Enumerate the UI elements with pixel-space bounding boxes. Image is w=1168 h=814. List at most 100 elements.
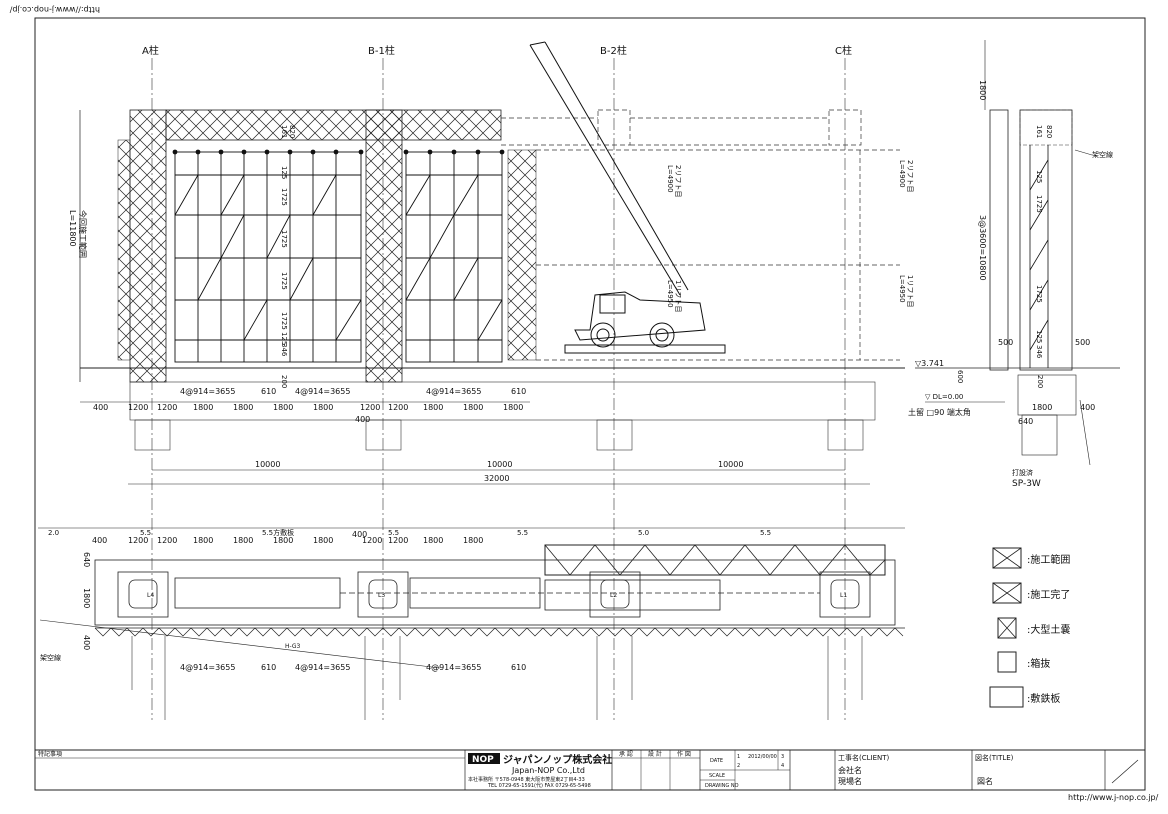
company-name-en: Japan-NOP Co.,Ltd — [511, 766, 585, 775]
svg-text:1800: 1800 — [193, 536, 213, 545]
company-address: 本社事務所 〒578-0948 東大阪市菱屋東2丁目4-33 — [468, 776, 585, 783]
svg-text::箱抜: :箱抜 — [1027, 657, 1050, 670]
svg-text:820: 820 — [288, 125, 296, 138]
svg-text:4@914=3655: 4@914=3655 — [180, 387, 235, 396]
svg-text:4: 4 — [781, 763, 784, 769]
lift-labels: L=4900 2リフト目 L=4950 1リフト目 L=4900 2リフト目 L… — [666, 160, 914, 312]
title-block: 特記事項 NOP ジャパンノップ株式会社 Japan-NOP Co.,Ltd 本… — [35, 749, 1145, 790]
plan-wall — [94, 627, 905, 637]
svg-text:1200: 1200 — [128, 536, 148, 545]
pier-labels: L4 L3 L2 L1 — [147, 592, 847, 599]
pile-type: SP-3W — [1012, 479, 1041, 489]
svg-text:1800: 1800 — [503, 403, 523, 412]
bay-dimensions: 4@914=3655 610 4@914=3655 4@914=3655 610 — [180, 387, 526, 396]
title-label: 図名(TITLE) — [975, 753, 1014, 762]
svg-text:125: 125 — [280, 332, 288, 345]
svg-text:5.5: 5.5 — [517, 529, 528, 537]
svg-text:DATE: DATE — [710, 758, 723, 764]
svg-text:161: 161 — [1035, 125, 1043, 138]
section-dim-200: 200 — [1036, 375, 1044, 388]
plan-left-dims: 640 1800 400 — [82, 552, 91, 650]
plan-top-dims: 400 1200 1200 1800 1800 1800 1800 400 12… — [92, 530, 483, 545]
url-top-mirrored: http://www.j-nop.co.jp/ — [9, 5, 100, 14]
svg-text:1200: 1200 — [388, 536, 408, 545]
svg-text:5.5: 5.5 — [388, 529, 399, 537]
svg-text:1800: 1800 — [423, 536, 443, 545]
legend-item-scope: :施工範囲 — [992, 547, 1070, 569]
svg-text:400: 400 — [355, 415, 370, 424]
plan-marker: H-G3 — [285, 643, 301, 650]
height-dimension: L=11800 — [68, 210, 77, 247]
svg-text:4@914=3655: 4@914=3655 — [295, 387, 350, 396]
svg-text:125: 125 — [1035, 170, 1043, 183]
section-dim-640: 640 — [1018, 417, 1033, 426]
svg-text:346: 346 — [280, 343, 288, 357]
elevation-view: L=4900 2リフト目 L=4950 1リフト目 L=4900 2リフト目 L… — [68, 41, 914, 485]
svg-text:1725: 1725 — [280, 230, 288, 248]
legend-item-box: :箱抜 — [997, 651, 1050, 673]
svg-text:4@914=3655: 4@914=3655 — [426, 663, 481, 672]
plan-view: 2.0 5.5 5.5方敷板 5.5 5.5 5.0 5.5 400 1200 … — [38, 527, 905, 720]
svg-text:10000: 10000 — [255, 460, 280, 469]
lift-right-2: L=4900 — [898, 160, 906, 188]
svg-text:1800: 1800 — [313, 536, 333, 545]
future-beam-outline — [501, 109, 900, 361]
section-side-note: 架空線 — [1092, 150, 1113, 159]
svg-text:1200: 1200 — [157, 536, 177, 545]
svg-text:1800: 1800 — [463, 403, 483, 412]
svg-text:32000: 32000 — [484, 474, 509, 483]
client-label: 工事名(CLIENT) — [838, 753, 890, 762]
level-mark: ▽3.741 — [915, 359, 944, 368]
svg-text::敷鉄板: :敷鉄板 — [1027, 692, 1060, 705]
legend-item-done: :施工完了 — [992, 582, 1070, 604]
title-value: 図名 — [977, 776, 993, 786]
svg-text:4@914=3655: 4@914=3655 — [295, 663, 350, 672]
section-dim-400: 400 — [1080, 403, 1095, 412]
plan-piers — [117, 571, 871, 618]
svg-text:DRAWING NO: DRAWING NO — [705, 783, 739, 789]
svg-text::大型土嚢: :大型土嚢 — [1027, 623, 1070, 636]
svg-text:1200: 1200 — [362, 536, 382, 545]
svg-text:125: 125 — [1035, 330, 1043, 343]
dl-mark: ▽ DL=0.00 — [925, 393, 963, 401]
crane-wheel-rear — [649, 322, 675, 348]
svg-text:125: 125 — [280, 166, 288, 179]
svg-text:2: 2 — [737, 763, 740, 769]
section-top-dim: 1800 — [978, 80, 987, 100]
svg-text:10000: 10000 — [718, 460, 743, 469]
svg-text:640: 640 — [82, 552, 91, 567]
lift-right-1-sub: 1リフト目 — [906, 275, 914, 307]
company-tel: TEL 0729-65-1591(代) FAX 0729-65-5498 — [487, 782, 591, 789]
column-centerlines — [151, 58, 846, 720]
svg-text:610: 610 — [511, 663, 526, 672]
svg-text:1200: 1200 — [128, 403, 148, 412]
legend-item-plate: :敷鉄板 — [989, 686, 1060, 708]
svg-text:L1: L1 — [840, 592, 847, 599]
hatch-side-left — [117, 139, 131, 361]
svg-text:1800: 1800 — [423, 403, 443, 412]
svg-text:5.5: 5.5 — [760, 529, 771, 537]
svg-text:1800: 1800 — [463, 536, 483, 545]
plan-bay-dims: 4@914=3655 610 4@914=3655 4@914=3655 610 — [180, 663, 526, 672]
svg-text:4@914=3655: 4@914=3655 — [426, 387, 481, 396]
svg-text:820: 820 — [1045, 125, 1053, 138]
scaffold-joints — [172, 149, 505, 155]
column-label-b1: B-1柱 — [368, 44, 395, 57]
svg-text:10000: 10000 — [487, 460, 512, 469]
svg-text:L3: L3 — [378, 592, 385, 599]
svg-text:1200: 1200 — [360, 403, 380, 412]
svg-text:1800: 1800 — [233, 403, 253, 412]
scaffold-frame-middle — [405, 151, 503, 363]
section-view: 1800 3@3600=10800 161 820 125 1725 1725 … — [908, 40, 1120, 489]
hatch-side-right — [507, 149, 537, 361]
section-dim-600: 600 — [956, 370, 964, 383]
section-dim-500a: 500 — [998, 338, 1013, 347]
svg-text:4@914=3655: 4@914=3655 — [180, 663, 235, 672]
svg-text:400: 400 — [82, 635, 91, 650]
lift-crane-2: L=4900 — [666, 165, 674, 193]
plan-spacings: 2.0 5.5 5.5方敷板 5.5 5.5 5.0 5.5 — [48, 528, 771, 537]
svg-text:3: 3 — [781, 754, 784, 760]
section-vert-dims: 161 820 125 1725 1725 125 346 — [1035, 125, 1053, 359]
frame-vertical-dims: 161 820 125 1725 1725 1725 1725 125 346 … — [280, 125, 296, 388]
